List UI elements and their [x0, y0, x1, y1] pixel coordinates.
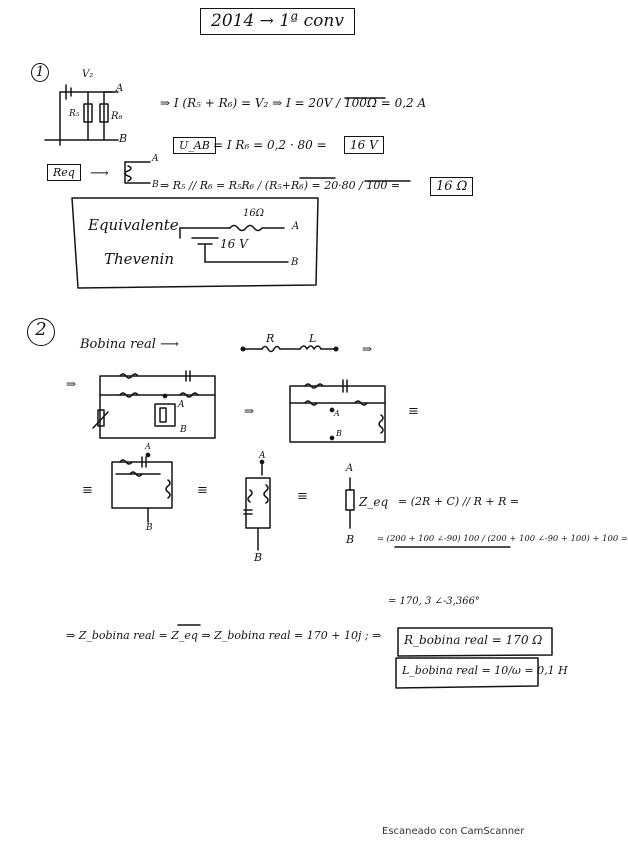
- problem-1-circuit: [44, 84, 411, 289]
- zeq-label: Z_eq: [359, 495, 389, 509]
- circuit1-node-b: B: [180, 425, 187, 435]
- circuit1-node-a: A: [178, 400, 185, 410]
- equiv-1: ≡: [408, 404, 419, 419]
- result-inductance: L_bobina real = 10/ω = 0,1 H: [402, 664, 568, 677]
- implies-1: ⇒: [362, 342, 373, 356]
- circuit3-node-b: B: [146, 523, 153, 533]
- l-label: L: [309, 332, 317, 345]
- equiv-4: ≡: [297, 489, 308, 504]
- implies-3: ⇒: [244, 404, 255, 418]
- thevenin-title-2: Thevenin: [104, 250, 175, 268]
- req-result: 16 Ω: [430, 177, 474, 196]
- vab-result: 16 V: [344, 136, 384, 154]
- scanner-watermark: Escaneado con CamScanner: [382, 826, 525, 837]
- equiv-2: ≡: [82, 483, 93, 498]
- req-arrow: ⟶: [90, 166, 109, 181]
- req-node-a: A: [152, 154, 159, 164]
- thevenin-node-a: A: [292, 221, 300, 232]
- bobina-label: Bobina real ⟶: [80, 337, 179, 352]
- equation-zeq-1: = (2R + C) // R + R =: [398, 495, 520, 508]
- equation-current: ⇒ I (R₅ + R₆) = V₂ ⇒ I = 20V / 100Ω = 0,…: [160, 96, 427, 110]
- implies-2: ⇒: [66, 377, 77, 391]
- problem-2-circuits: [92, 345, 553, 689]
- equation-zeq-3: = 170, 3 ∠-3,366°: [388, 596, 480, 607]
- thevenin-voltage-label: 16 V: [220, 237, 248, 251]
- thevenin-resistor-label: 16Ω: [243, 208, 265, 219]
- v2-label: V₂: [82, 69, 94, 80]
- node-a-label: A: [116, 83, 124, 94]
- thevenin-title-1: Equivalente: [88, 216, 179, 234]
- circuit2-node-a: A: [334, 409, 340, 418]
- circuit5-node-a: A: [346, 463, 354, 474]
- result-resistance: R_bobina real = 170 Ω: [404, 633, 543, 647]
- circuit2-node-b: B: [336, 429, 342, 438]
- problem-2-number: 2: [27, 318, 55, 346]
- equation-vab: = I R₆ = 0,2 · 80 =: [213, 138, 327, 152]
- circuit3-node-a: A: [145, 442, 151, 451]
- vab-label: U_AB: [173, 137, 216, 154]
- equation-zeq-2: = (200 + 100 ∠-90) 100 / (200 + 100 ∠-90…: [377, 533, 628, 543]
- equation-req: ⇒ R₅ // R₆ = R₅R₆ / (R₅+R₆) = 20·80 / 10…: [160, 179, 401, 192]
- thevenin-node-b: B: [291, 257, 299, 268]
- page-title: 2014 → 1ª conv: [200, 8, 355, 35]
- r5-label: R₅: [69, 109, 80, 119]
- circuit4-node-b: B: [254, 551, 263, 564]
- equiv-3: ≡: [197, 483, 208, 498]
- r6-label: R₆: [111, 111, 123, 122]
- req-label: Req: [47, 164, 81, 181]
- circuit4-node-a: A: [259, 451, 266, 461]
- circuit5-node-b: B: [346, 533, 355, 546]
- final-equation: ⇒ Z_bobina real = Z_eq ⇒ Z_bobina real =…: [66, 629, 382, 642]
- node-b-label: B: [119, 132, 128, 145]
- problem-1-number: 1: [31, 63, 49, 82]
- req-node-b: B: [152, 180, 159, 190]
- r-label: R: [266, 332, 275, 345]
